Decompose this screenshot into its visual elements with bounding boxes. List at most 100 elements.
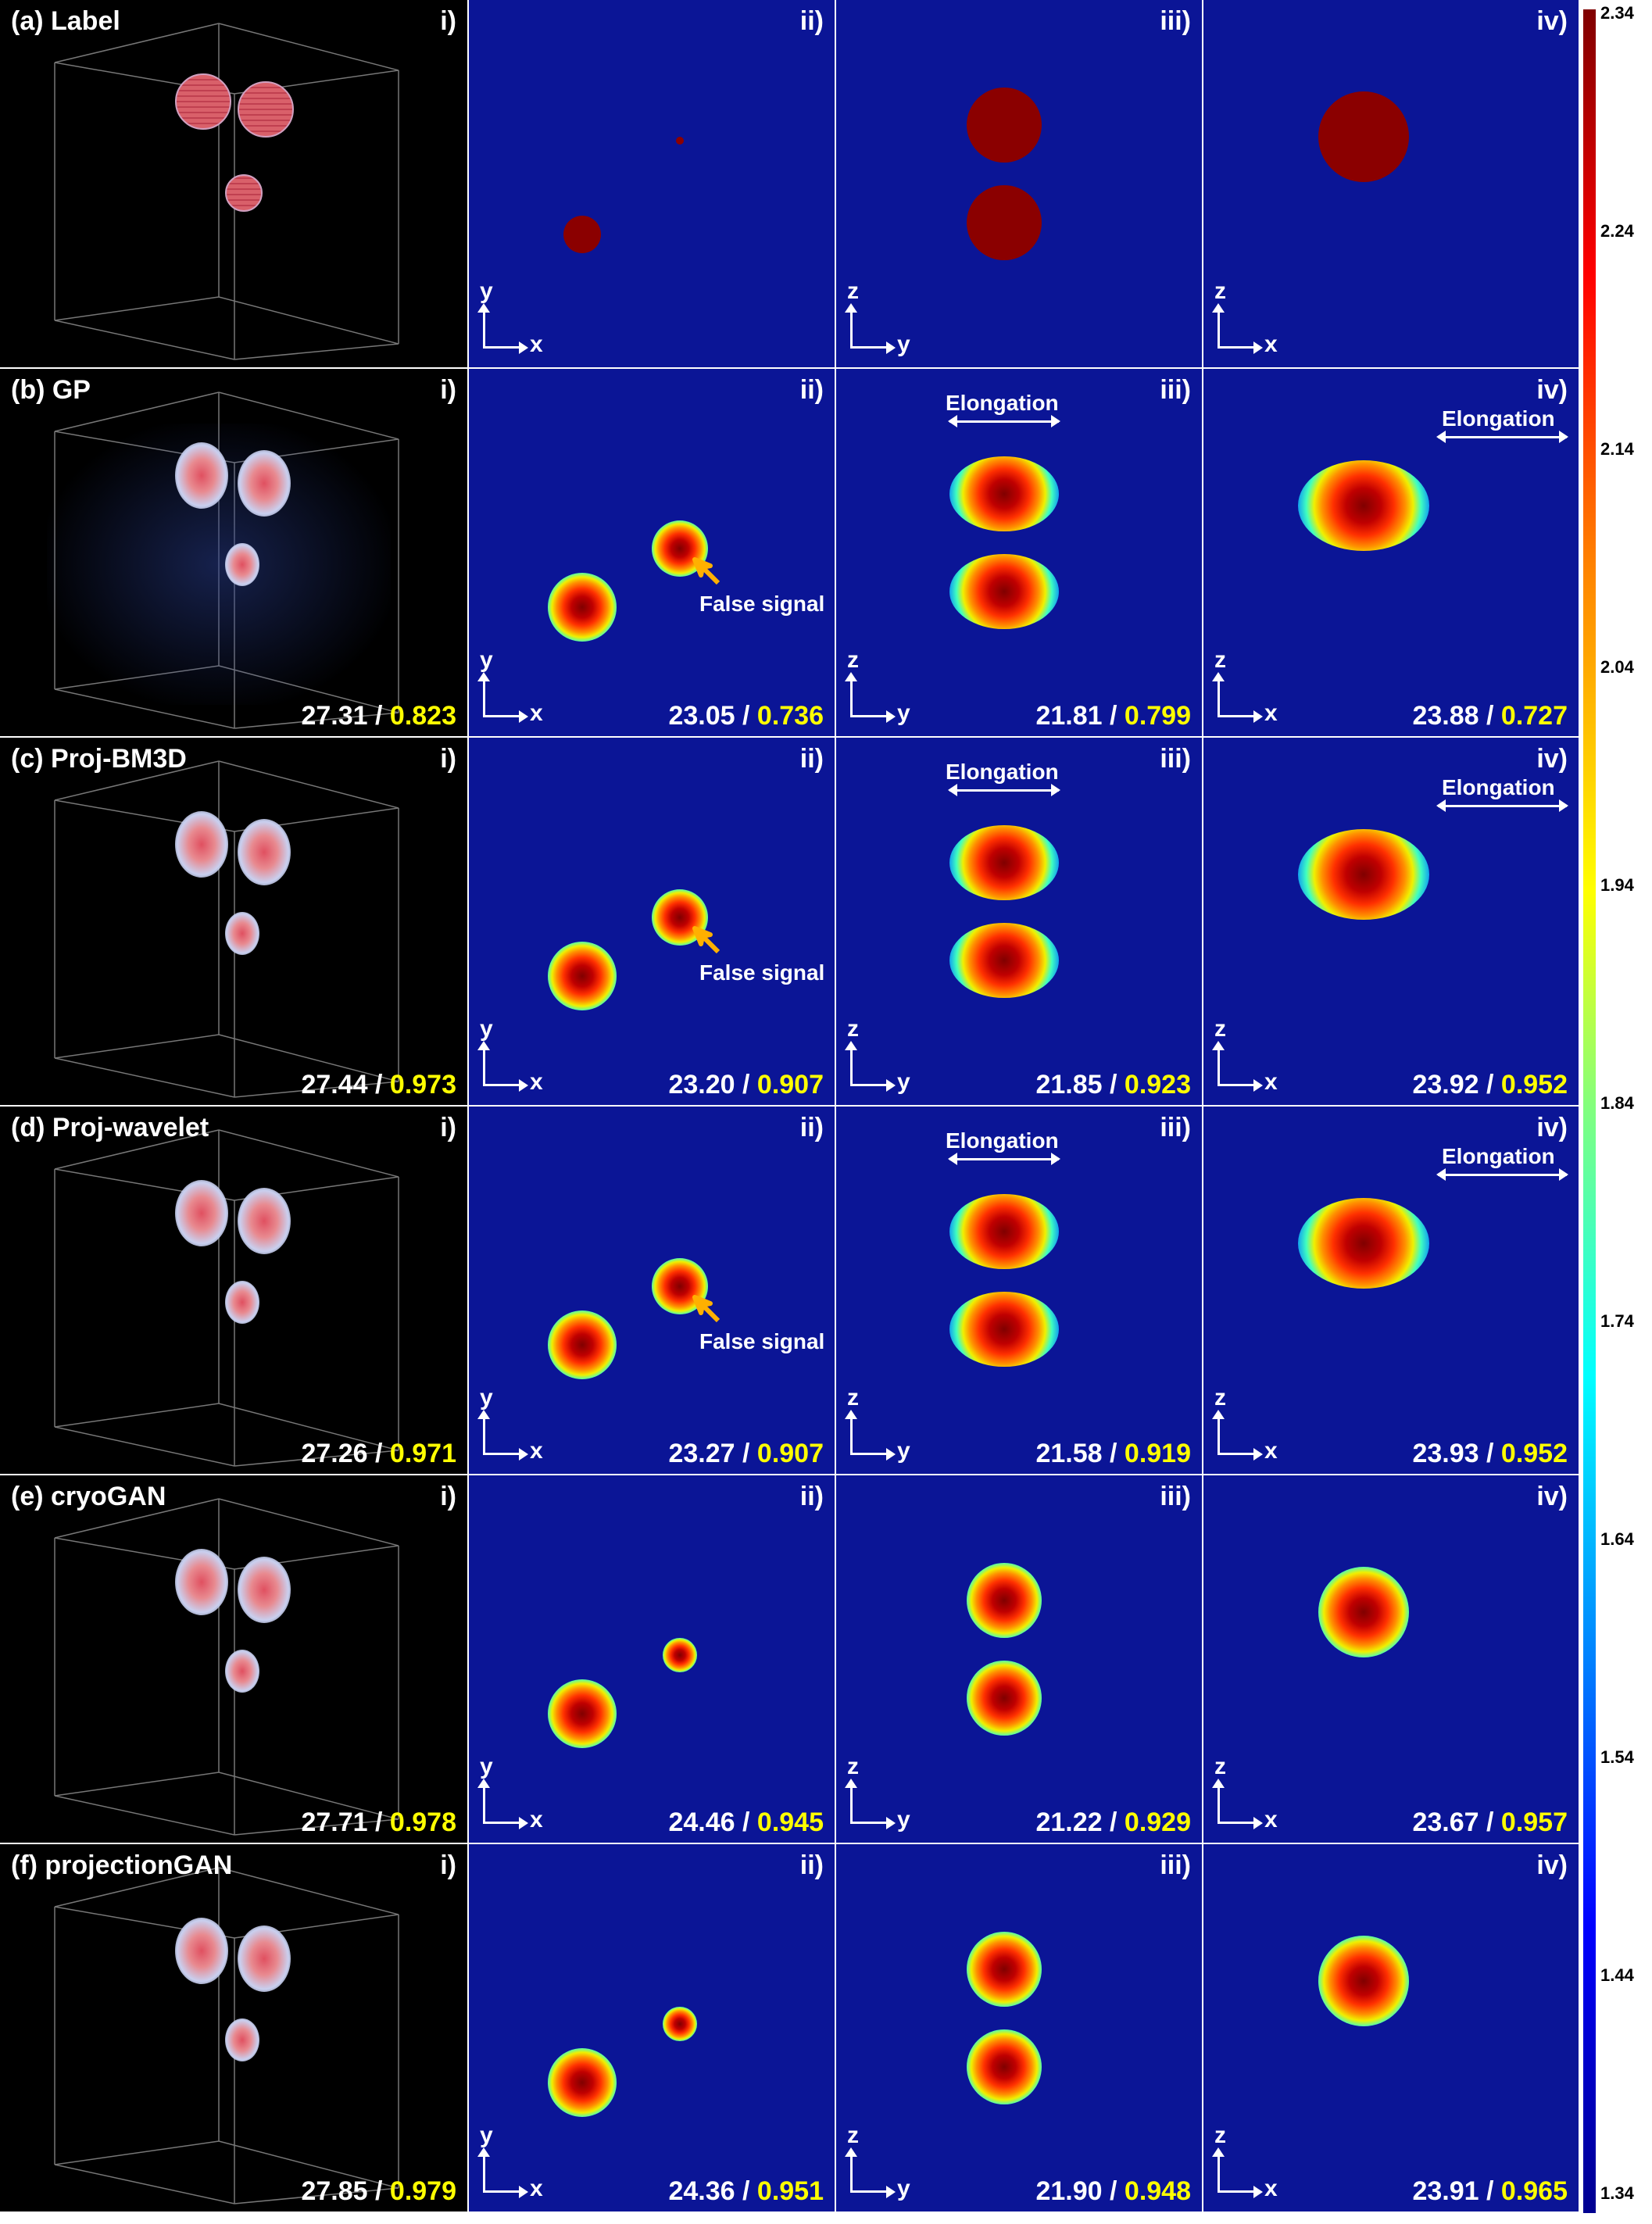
sphere-cross-section — [1297, 1198, 1430, 1289]
box-edge — [54, 2164, 235, 2204]
axis-horizontal-arrowhead — [1253, 710, 1263, 723]
metric-separator: / — [1479, 1070, 1501, 1099]
elongation-arrow — [948, 415, 1060, 427]
sphere-cross-section — [548, 2048, 617, 2117]
ssim-value: 0.907 — [756, 1439, 824, 1468]
axis-horizontal-arrowhead — [1253, 1817, 1263, 1829]
axis-horizontal-arrowhead — [886, 1448, 896, 1461]
axis-vertical-line — [483, 1047, 485, 1086]
elongation-arrow — [948, 784, 1060, 796]
axis-vertical-arrowhead — [845, 1779, 857, 1788]
metric-separator: / — [1102, 1439, 1125, 1468]
sphere-cross-section — [949, 1194, 1059, 1269]
volume-sphere — [238, 81, 294, 138]
panel-numeral: i) — [440, 1850, 456, 1880]
axis-horizontal-label: y — [897, 1438, 910, 1464]
box-edge — [218, 1034, 399, 1082]
axis-vertical-label: y — [480, 1754, 493, 1779]
elongation-label: Elongation — [946, 391, 1059, 415]
false-signal-arrow — [692, 557, 721, 585]
box-edge — [54, 1498, 220, 1539]
colorbar-tick-label: 1.74 — [1600, 1311, 1634, 1331]
axis-horizontal-arrowhead — [886, 1079, 896, 1092]
axis-vertical-label: z — [1214, 1754, 1226, 1779]
axis-vertical-line — [1218, 2154, 1220, 2193]
box-edge — [218, 1498, 399, 1546]
panel-numeral: iii) — [1160, 1850, 1191, 1880]
metric-readout: 21.58 / 0.919 — [1035, 1439, 1191, 1469]
box-edge — [54, 2140, 220, 2165]
volume-sphere — [238, 450, 291, 517]
psnr-value: 21.22 — [1035, 1807, 1103, 1837]
panel-numeral: iii) — [1160, 744, 1191, 774]
false-signal-arrow — [692, 926, 721, 954]
sphere-cross-section — [967, 185, 1042, 260]
panel-numeral: ii) — [799, 1113, 824, 1142]
axis-vertical-label: z — [1214, 278, 1226, 304]
axis-horizontal-label: y — [897, 700, 910, 726]
box-edge — [234, 1450, 399, 1467]
sphere-cross-section — [663, 1638, 697, 1672]
axis-vertical-arrowhead — [845, 672, 857, 681]
row-label: (a) Label — [11, 6, 120, 36]
axis-vertical-line — [1218, 309, 1220, 349]
axis-vertical-label: z — [1214, 647, 1226, 673]
psnr-value: 27.26 — [301, 1439, 368, 1468]
panel-numeral: iv) — [1536, 6, 1568, 36]
psnr-value: 27.44 — [301, 1070, 368, 1099]
row-label: (e) cryoGAN — [11, 1482, 166, 1511]
axis-horizontal-line — [1218, 1453, 1255, 1455]
sphere-cross-section — [967, 2029, 1042, 2104]
axis-horizontal-label: y — [897, 331, 910, 357]
ssim-value: 0.923 — [1124, 1070, 1191, 1099]
panel-numeral: iii) — [1160, 1482, 1191, 1511]
axis-horizontal-line — [483, 2190, 520, 2193]
box-edge — [54, 23, 220, 63]
axis-horizontal-label: x — [530, 1807, 543, 1832]
ssim-value: 0.948 — [1124, 2176, 1191, 2206]
metric-separator: / — [1102, 2176, 1125, 2206]
box-edge — [234, 343, 399, 360]
box-edge — [54, 760, 220, 801]
axis-horizontal-line — [1218, 715, 1255, 717]
box-edge — [234, 1081, 399, 1098]
psnr-value: 23.20 — [668, 1070, 735, 1099]
psnr-value: 23.67 — [1412, 1807, 1479, 1837]
box-edge — [54, 1426, 235, 1467]
ssim-value: 0.907 — [756, 1070, 824, 1099]
elongation-arrow — [1436, 1168, 1568, 1181]
box-edge — [218, 1403, 399, 1451]
axis-vertical-label: z — [1214, 1385, 1226, 1411]
elongation-label: Elongation — [1442, 406, 1555, 431]
metric-readout: 23.05 / 0.736 — [668, 701, 824, 731]
psnr-value: 23.93 — [1412, 1439, 1479, 1468]
volume-sphere — [175, 811, 228, 878]
row-label: (f) projectionGAN — [11, 1850, 233, 1880]
psnr-value: 23.88 — [1412, 701, 1479, 731]
box-edge — [234, 712, 399, 729]
row-label: (c) Proj-BM3D — [11, 744, 187, 774]
axis-vertical-label: z — [847, 1754, 859, 1779]
sphere-cross-section — [949, 1292, 1059, 1367]
sphere-cross-section — [563, 216, 601, 253]
axis-vertical-line — [1218, 1047, 1220, 1086]
volume-sphere — [225, 1281, 259, 1324]
axis-horizontal-arrowhead — [886, 710, 896, 723]
metric-separator: / — [1479, 1807, 1501, 1837]
row-label: (b) GP — [11, 375, 91, 405]
volume-sphere — [238, 1188, 291, 1254]
metric-readout: 24.36 / 0.951 — [668, 2176, 824, 2207]
box-edge — [234, 2187, 399, 2204]
